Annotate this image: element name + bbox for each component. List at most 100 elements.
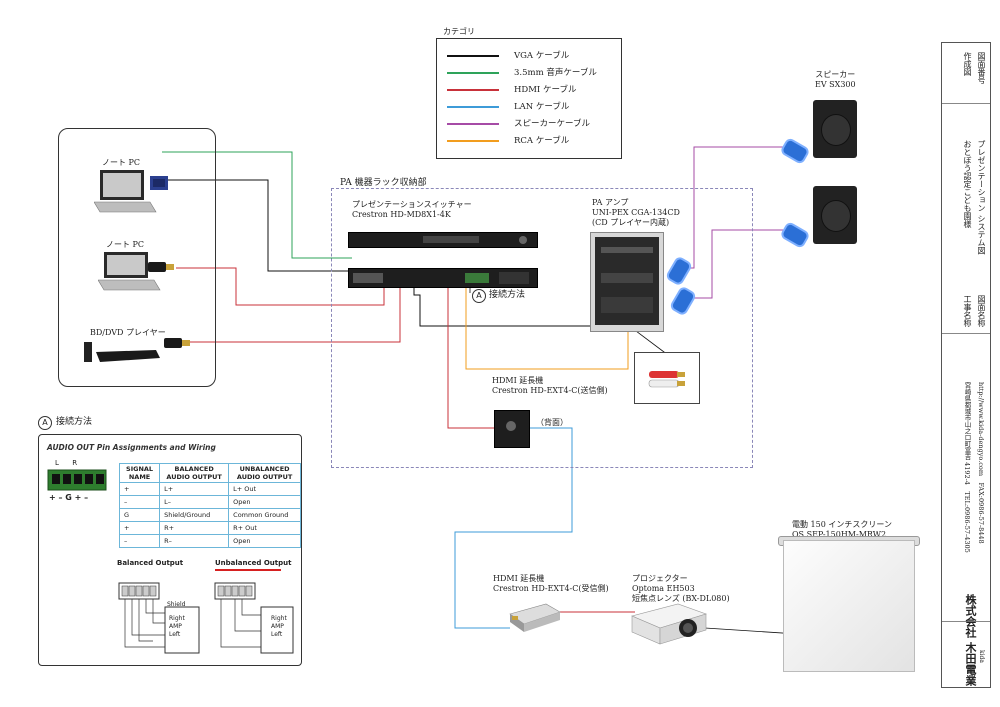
pin-table-header: SIGNAL NAME BALANCED AUDIO OUTPUT UNBALA… [118,463,301,483]
ext-tx-label: HDMI 延長機 Crestron HD-EXT4-C(送信側) [492,376,608,396]
unbalanced-amp-amp: AMP [271,623,284,630]
pin-balanced: L+ [159,482,230,496]
unbalanced-underline [215,569,281,571]
balanced-amp-left: Left [169,631,181,638]
speaker-label-line2: EV SX300 [815,80,856,89]
pin-header-balanced: BALANCED AUDIO OUTPUT [159,463,230,483]
pin-header-signal: SIGNAL NAME [118,463,161,483]
audio-out-panel: AUDIO OUT Pin Assignments and Wiring L R… [38,434,302,666]
pin-header-unbalanced: UNBALANCED AUDIO OUTPUT [228,463,301,483]
audio-panel-heading: 接続方法 [56,417,93,427]
pin-assignment-table: SIGNAL NAME BALANCED AUDIO OUTPUT UNBALA… [118,463,301,548]
amp-label-line1: PA アンプ [592,198,629,207]
screen-label: 電動 150 インチスクリーン OS SEP-150HM-MRW2 [792,520,892,540]
switcher-front-icon [348,232,538,248]
ext-tx-port [506,421,516,431]
legend-title: カテゴリ [443,27,475,36]
speaker-cable-2 [683,229,784,299]
ext-tx-icon [494,410,530,448]
title-block [941,42,991,688]
pin-balanced: R+ [159,521,230,535]
unbalanced-wiring-diagram [214,582,294,654]
screen-label-line2: OS SEP-150HM-MRW2 [792,530,887,539]
pin-signal: – [118,534,161,548]
balanced-amp-right: Right [169,615,185,622]
legend-swatch-lan [447,106,499,108]
audio-pin-signs: + – G + – [49,493,89,502]
switcher-label-line1: プレゼンテーションスイッチャー [352,200,472,209]
title-block-divider-3 [942,621,990,622]
legend-label-lan: LAN ケーブル [514,102,570,112]
switcher-audio-port [465,273,489,283]
switcher-label-line2: Crestron HD-MD8X1-4K [352,210,451,219]
laptop2-icon [98,252,161,291]
pin-signal: – [118,495,161,509]
balanced-wiring-diagram [118,582,200,654]
speaker-label-line1: スピーカー [815,70,856,79]
back-label: （背面） [536,418,568,427]
legend-label-hdmi: HDMI ケーブル [514,85,577,95]
unbalanced-output-title: Unbalanced Output [215,559,292,567]
rca-plug-callout [634,352,700,404]
ext-rx-label: HDMI 延長機 Crestron HD-EXT4-C(受信側) [493,574,609,594]
title-block-divider-1 [942,103,990,104]
laptop2-label: ノート PC [106,240,145,249]
audio-panel-marker: A [38,416,52,430]
title-kouji-label: 工事名称 [963,295,972,327]
hdmi-cable-wire-laptop2 [176,267,385,306]
source-devices-box [58,128,216,387]
table-row: – L– Open [118,495,301,509]
speaker-1-cone [821,114,851,146]
balanced-amp-amp: AMP [169,623,182,630]
title-zumen-label: 図面名称 [977,295,986,327]
title-kouji-value: おとぼう認定こども園様 [963,140,972,228]
title-zumen-value: プレゼンテーション システム図 [977,140,986,255]
pin-unbalanced: Open [228,534,301,548]
switcher-front-panel [423,236,479,243]
legend-swatch-hdmi [447,89,499,91]
player-icon [84,342,160,362]
balanced-output-title: Balanced Output [117,559,184,567]
pin-unbalanced: Open [228,495,301,509]
switcher-knob [519,236,527,244]
legend-label-vga: VGA ケーブル [514,51,570,61]
audio-out-title: AUDIO OUT Pin Assignments and Wiring [47,443,216,452]
ext-tx-label-line2: Crestron HD-EXT4-C(送信側) [492,386,608,395]
audio-lr-label: L R [55,459,78,467]
speaker-2-icon [813,186,857,244]
projection-screen-icon [783,540,915,672]
conn-method-label: 接続方法 [489,290,526,300]
table-row: + R+ R+ Out [118,521,301,535]
amp-controls [601,273,653,283]
switcher-power-port [499,272,529,284]
switcher-rear-ports [353,273,383,283]
projector-label: プロジェクター Optoma EH503 短焦点レンズ (BX-DL080) [632,574,730,604]
hdmi-switcher-tx-wire [447,288,494,429]
table-row: + L+ L+ Out [118,482,301,496]
rack-label: PA 機器ラック収納部 [340,178,427,188]
speaker-label: スピーカー EV SX300 [815,70,856,90]
laptop1-label: ノート PC [102,158,141,167]
ext-rx-icon [509,603,561,632]
legend-label-speaker: スピーカーケーブル [514,119,590,129]
title-sakuzu: 作成図 [963,52,972,76]
laptop1-icon [94,170,157,213]
ext-rx-label-line1: HDMI 延長機 [493,574,545,583]
pin-signal: G [118,508,161,522]
balanced-amp-labels: Right AMP Left [169,615,185,639]
table-row: – R– Open [118,534,301,548]
player-label: BD/DVD プレイヤー [90,328,166,337]
title-web: http://www.kida-dengyo.com FAX:0986-57-8… [977,382,985,544]
pin-unbalanced: R+ Out [228,521,301,535]
rack-enclosure [331,188,753,468]
title-block-divider-2 [942,333,990,334]
switcher-label: プレゼンテーションスイッチャー Crestron HD-MD8X1-4K [352,200,472,220]
amp-cd-slot [601,247,653,253]
pin-balanced: R– [159,534,230,548]
unbalanced-amp-right: Right [271,615,287,622]
rca-cable-wire [465,288,629,370]
table-row: G Shield/Ground Common Ground [118,508,301,522]
pin-signal: + [118,482,161,496]
hdmi-cable-wire-player [190,285,401,343]
pin-balanced: L– [159,495,230,509]
